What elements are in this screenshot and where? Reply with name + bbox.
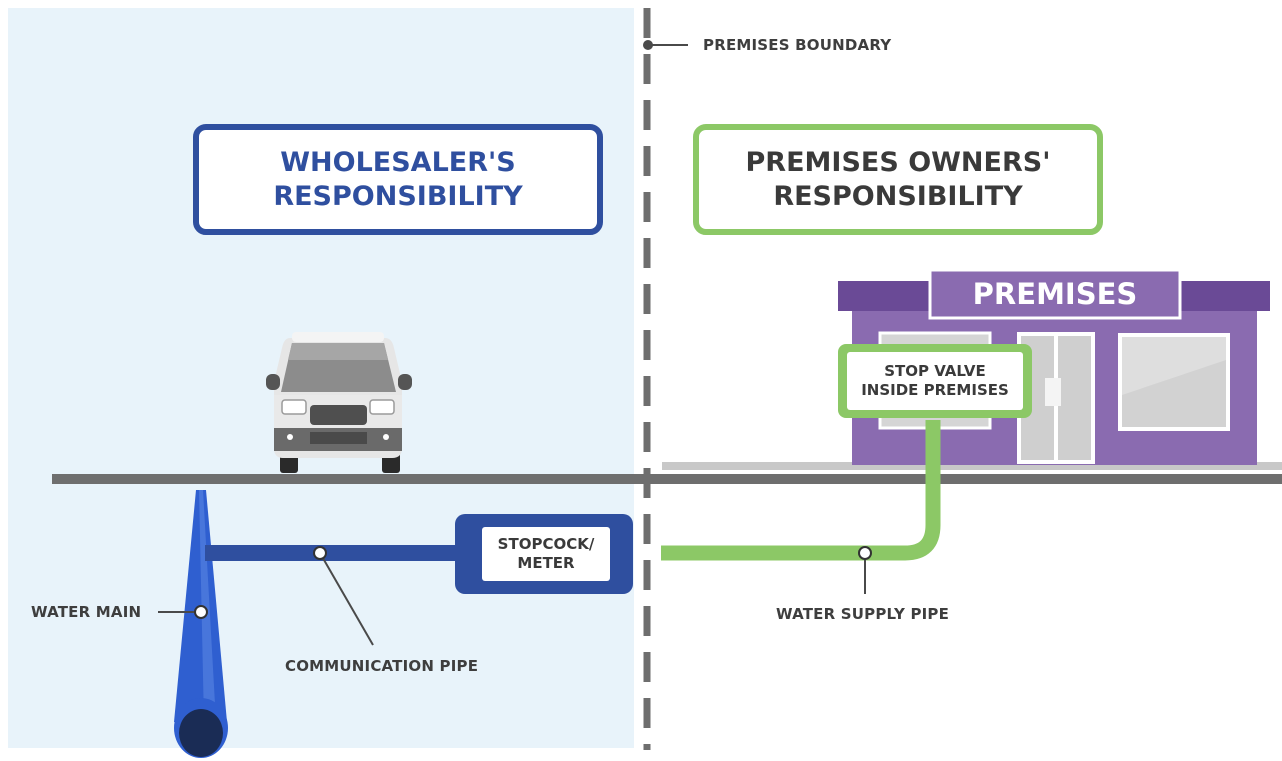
water-supply-pipe [661,420,941,561]
premises-boundary-label: PREMISES BOUNDARY [703,36,892,54]
premises-sidewalk [662,462,1282,470]
water-supply-pipe-pointer-dot [858,546,872,560]
owners-responsibility-box [693,124,1103,235]
communication-pipe-pointer-dot [313,546,327,560]
communication-pipe-label: COMMUNICATION PIPE [285,657,479,675]
stopcock-line1: STOPCOCK/ [497,535,595,553]
premises-sign-label: PREMISES [972,277,1138,311]
stop-valve-line1: STOP VALVE [884,362,986,380]
water-main-label: WATER MAIN [31,603,142,621]
stopcock-meter-label: STOPCOCK/ METER [482,527,610,581]
stopcock-line2: METER [517,554,575,572]
communication-pipe-pointer-line [319,552,374,646]
owners-title-line2: RESPONSIBILITY [773,180,1023,212]
boundary-pointer-dot [643,40,653,50]
owners-responsibility-title: PREMISES OWNERS' RESPONSIBILITY [696,127,1100,232]
wholesaler-title-line2: RESPONSIBILITY [273,180,523,212]
wholesaler-responsibility-box [193,124,603,235]
road-surface [52,474,1282,484]
owners-title-line1: PREMISES OWNERS' [745,146,1051,178]
stop-valve-line2: INSIDE PREMISES [861,381,1009,399]
stop-valve-label: STOP VALVE INSIDE PREMISES [847,352,1023,410]
water-main-pointer-dot [194,605,208,619]
wholesaler-title-line1: WHOLESALER'S [280,146,516,178]
water-supply-pipe-label: WATER SUPPLY PIPE [776,605,950,623]
wholesaler-responsibility-title: WHOLESALER'S RESPONSIBILITY [196,127,600,232]
van-illustration [266,332,412,473]
communication-pipe [205,545,460,561]
